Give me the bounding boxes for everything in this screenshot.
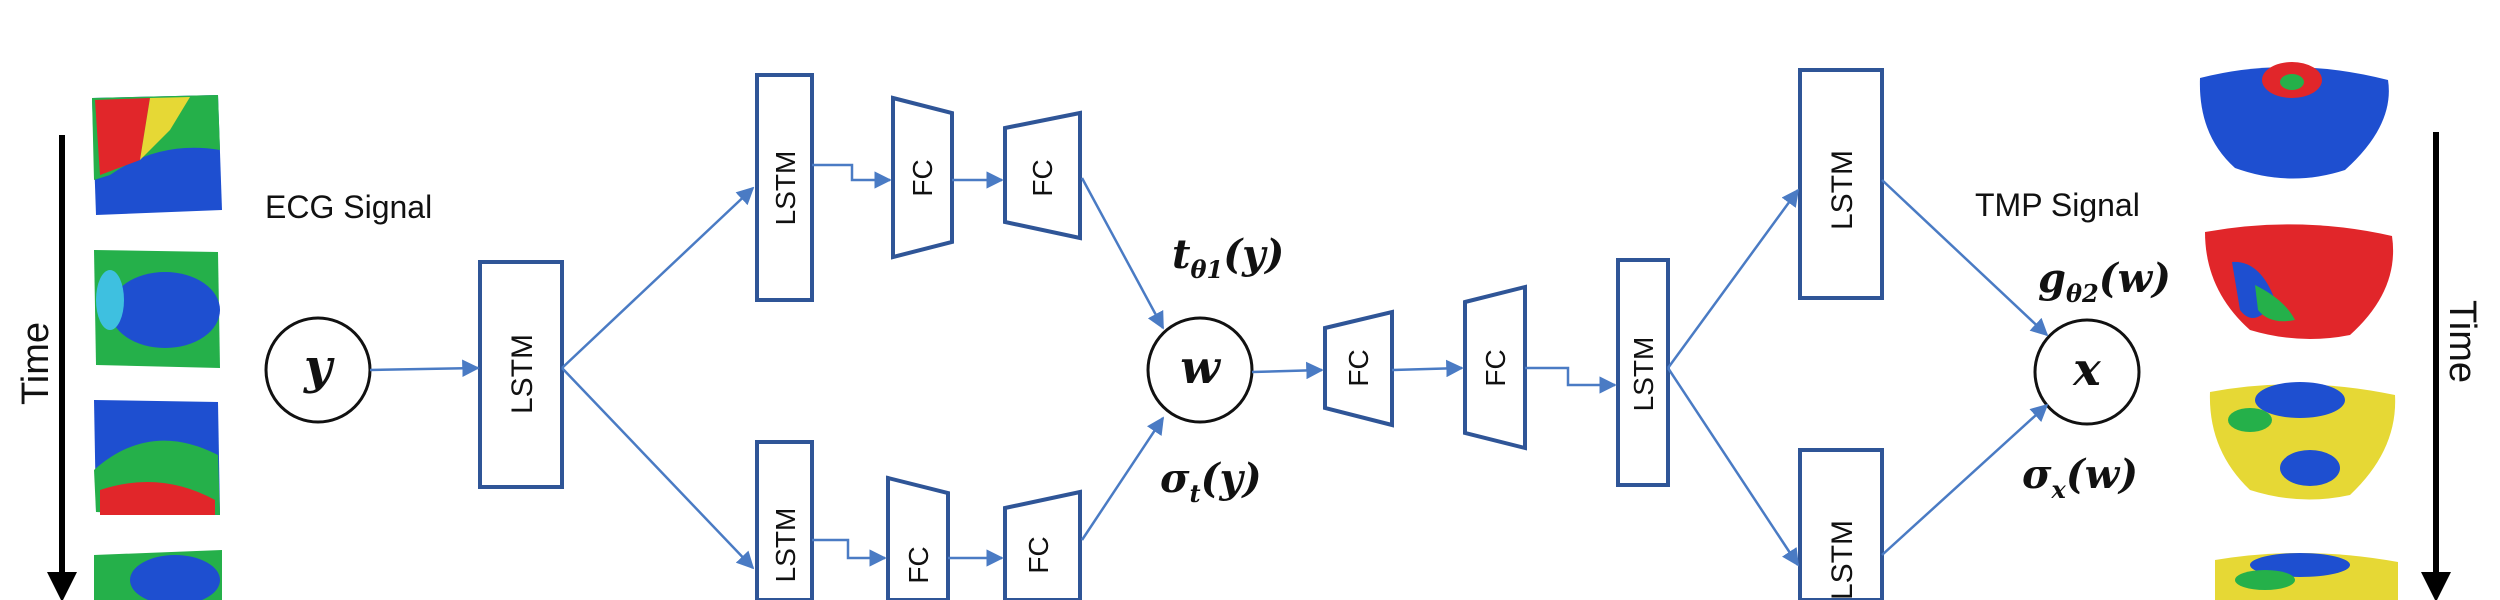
ecg-frame-2	[94, 250, 220, 368]
lstm-top-left-label: LSTM	[770, 151, 801, 226]
fc-top-1-label: FC	[907, 159, 938, 196]
lstm-encoder-label: LSTM	[506, 334, 539, 414]
arrow-fc-dec-to-lstm	[1525, 366, 1617, 394]
arrow-bottom-right-to-x	[1881, 403, 2049, 556]
ecg-frame-3	[94, 400, 220, 515]
arrow-w-to-fc	[1251, 361, 1324, 380]
g-theta2-w-label: gθ2(w)	[2038, 255, 2171, 308]
sigma-x-w-label: σx(w)	[2022, 451, 2138, 504]
lstm-decoder-label: LSTM	[1628, 337, 1659, 412]
arrow-lstm-to-bottom	[561, 367, 755, 570]
tmp-signal-label: TMP Signal	[1975, 187, 2140, 223]
x-node-label: x	[2072, 342, 2101, 396]
lstm-top-left-box	[755, 73, 814, 302]
fc-bottom-2-label: FC	[1023, 536, 1054, 573]
fc-decoder-1	[1323, 309, 1394, 428]
arrow-y-to-lstm	[369, 359, 480, 378]
y-node-label: y	[303, 339, 335, 395]
arrow-top-right-to-x	[1881, 179, 2049, 337]
arrow-top-lstm-to-fc	[812, 163, 892, 189]
fc-bottom-1-label: FC	[903, 546, 934, 583]
heart-frame-4	[2215, 552, 2398, 600]
heart-frame-1	[2199, 62, 2389, 179]
ecg-signal-label: ECG Signal	[265, 189, 432, 225]
t-theta1-y-label: tθ1(y)	[1172, 231, 1284, 284]
lstm-top-right-label: LSTM	[1826, 150, 1859, 230]
arrow-lstm-dec-to-bottom	[1666, 367, 1800, 567]
arrow-fc-dec-1-to-2	[1391, 359, 1464, 378]
arrows	[369, 163, 2049, 570]
lstm-top-right-box	[1798, 68, 1884, 300]
arrow-lstm-to-top	[561, 186, 755, 369]
arrow-fc-bottom-to-w	[1080, 416, 1165, 541]
w-node	[1146, 316, 1254, 424]
lstm-bottom-right-label: LSTM	[1826, 520, 1859, 600]
fc-top-2-label: FC	[1027, 159, 1058, 196]
arrow-fc-top-to-w	[1080, 177, 1165, 330]
fc-top-1	[891, 95, 954, 260]
arrow-bottom-lstm-to-fc	[812, 538, 887, 567]
x-node	[2033, 318, 2141, 426]
ecg-frame-1	[92, 95, 222, 215]
lstm-bottom-right-box	[1798, 448, 1884, 600]
lstm-bottom-left-box	[755, 440, 814, 600]
heart-frame-2	[2205, 224, 2394, 339]
lstm-encoder-box	[478, 260, 564, 489]
lstm-bottom-left-label: LSTM	[770, 508, 801, 583]
fc-decoder-2	[1463, 284, 1527, 451]
fc-bottom-2	[1003, 489, 1082, 600]
w-node-label: w	[1180, 340, 1221, 394]
arrow-lstm-dec-to-top	[1666, 188, 1800, 369]
fc-decoder-1-label: FC	[1343, 349, 1374, 386]
fc-top-2	[1003, 110, 1082, 241]
time-label-right: Time	[2441, 300, 2483, 383]
fc-bottom-1	[886, 475, 950, 600]
heart-frame-3	[2209, 382, 2396, 500]
lstm-decoder-box	[1616, 258, 1670, 487]
fc-decoder-2-label: FC	[1480, 349, 1511, 386]
sigma-t-y-label: σt(y)	[1160, 455, 1262, 508]
ecg-frame-4	[94, 550, 222, 600]
time-label-left: Time	[15, 322, 57, 405]
